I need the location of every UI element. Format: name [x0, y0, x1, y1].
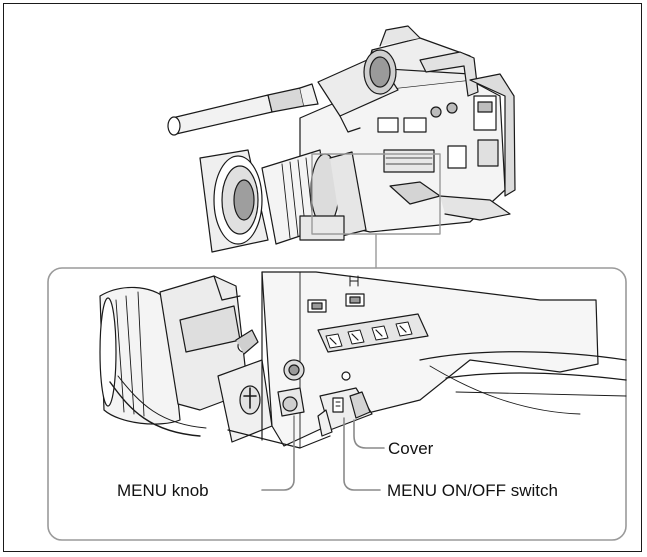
- leader-menu-switch: [343, 417, 381, 491]
- leader-menu-knob: [261, 415, 295, 491]
- cover-icon: [349, 391, 371, 419]
- figure-frame: [3, 3, 642, 552]
- leader-lines: [261, 415, 385, 491]
- viewfinder-icon: [317, 49, 399, 133]
- menu-switch-icon: [332, 397, 344, 413]
- callout-cover: Cover: [388, 439, 434, 458]
- callout-menu-knob: MENU knob: [117, 481, 209, 500]
- callout-menu-switch: MENU ON/OFF switch: [387, 481, 558, 500]
- camcorder-overview: [167, 25, 516, 269]
- microphone-icon: [167, 83, 319, 136]
- leader-cover: [353, 419, 385, 449]
- detail-panel: [47, 267, 627, 541]
- lens-icon: [199, 149, 367, 253]
- detail-illustration: [99, 271, 627, 449]
- menu-knob-icon: [282, 396, 298, 412]
